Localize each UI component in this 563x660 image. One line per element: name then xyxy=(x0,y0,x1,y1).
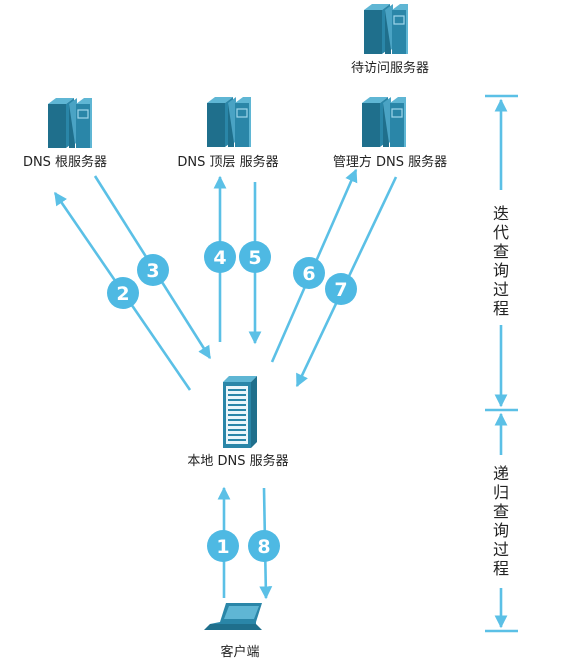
step-bubbles: 2 3 4 5 6 7 1 8 xyxy=(107,241,357,562)
iterative-char: 迭 xyxy=(493,204,509,223)
recursive-char: 询 xyxy=(493,521,509,540)
step-8-bubble: 8 xyxy=(248,530,280,562)
step-3-number: 3 xyxy=(146,260,159,282)
tld-server-label: DNS 顶层 服务器 xyxy=(177,154,278,170)
step-4-bubble: 4 xyxy=(204,241,236,273)
step-7-bubble: 7 xyxy=(325,273,357,305)
root-server-icon xyxy=(47,97,93,149)
iterative-char: 代 xyxy=(493,223,509,242)
phase-brackets xyxy=(485,94,518,633)
authoritative-server-icon xyxy=(361,96,407,148)
iterative-char: 询 xyxy=(493,261,509,280)
recursive-char: 过 xyxy=(493,540,509,559)
step-1-number: 1 xyxy=(216,536,229,558)
step-2-number: 2 xyxy=(116,283,129,305)
local-dns-server-icon xyxy=(223,376,257,448)
recursive-char: 程 xyxy=(493,559,509,578)
step-7-number: 7 xyxy=(334,279,347,301)
step-6-number: 6 xyxy=(302,263,315,285)
step-4-number: 4 xyxy=(213,247,226,269)
step-3-bubble: 3 xyxy=(137,254,169,286)
step-8-number: 8 xyxy=(257,536,270,558)
recursive-char: 查 xyxy=(493,502,509,521)
step-5-bubble: 5 xyxy=(239,241,271,273)
iterative-char: 过 xyxy=(493,280,509,299)
recursive-process-label: 递 归 查 询 过 程 xyxy=(493,464,509,578)
step-6-bubble: 6 xyxy=(293,257,325,289)
step-5-number: 5 xyxy=(248,247,261,269)
iterative-char: 程 xyxy=(493,299,509,318)
iterative-process-label: 迭 代 查 询 过 程 xyxy=(493,204,509,318)
step-2-bubble: 2 xyxy=(107,277,139,309)
target-server-label: 待访问服务器 xyxy=(351,60,429,76)
recursive-char: 归 xyxy=(493,483,509,502)
client-laptop-icon xyxy=(204,603,262,630)
step-1-bubble: 1 xyxy=(207,530,239,562)
recursive-char: 递 xyxy=(493,464,509,483)
authoritative-server-label: 管理方 DNS 服务器 xyxy=(333,154,447,170)
target-server-icon xyxy=(363,3,409,55)
tld-server-icon xyxy=(206,96,252,148)
local-dns-server-label: 本地 DNS 服务器 xyxy=(187,453,288,469)
client-label: 客户端 xyxy=(220,644,259,660)
root-server-label: DNS 根服务器 xyxy=(23,154,107,170)
iterative-char: 查 xyxy=(493,242,509,261)
